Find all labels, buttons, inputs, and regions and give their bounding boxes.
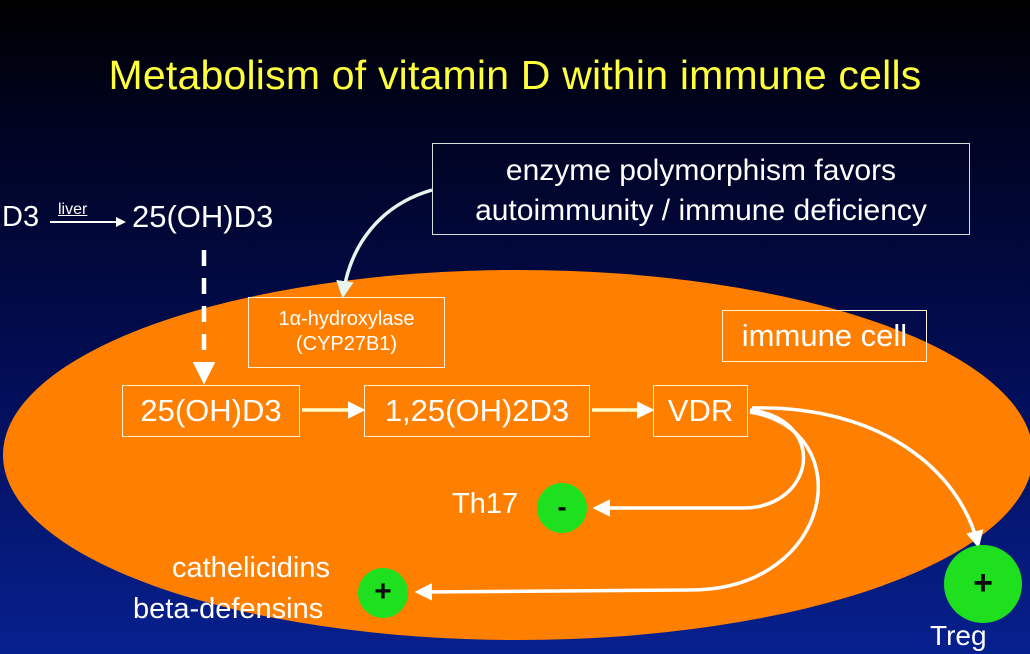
liver-label: liver (58, 201, 88, 218)
enzyme-box: 1α-hydroxylase (CYP27B1) (248, 297, 445, 368)
antimicrobial-plus-badge: + (358, 568, 408, 618)
treg-label: Treg (930, 620, 987, 651)
enzyme-gene: (CYP27B1) (295, 333, 398, 355)
circulating-25ohd3-label: 25(OH)D3 (132, 199, 274, 234)
vdr-to-th17-arrow (592, 408, 806, 517)
vdr-to-treg-arrow (751, 406, 984, 549)
polymorphism-callout: enzyme polymorphism favors autoimmunity … (432, 143, 970, 235)
immune-cell-ellipse (3, 270, 1030, 640)
immune-cell-label: immune cell (722, 310, 927, 362)
callout-line-1: enzyme polymorphism favors (505, 154, 897, 187)
th17-label: Th17 (452, 488, 519, 520)
slide-title: Metabolism of vitamin D within immune ce… (108, 52, 922, 98)
node-vdr: VDR (653, 385, 748, 437)
th17-minus-badge: - (537, 483, 587, 533)
callout-line-2: autoimmunity / immune deficiency (475, 194, 927, 227)
d3-label: D3 (2, 201, 40, 233)
node-25ohd3: 25(OH)D3 (122, 385, 300, 437)
treg-plus-badge: + (944, 545, 1022, 623)
beta-defensins-label: beta-defensins (133, 593, 324, 625)
polymorphism-curve-arrow (336, 188, 433, 299)
vdr-to-antimicrobial-arrow (414, 410, 820, 601)
enzyme-name: 1α-hydroxylase (278, 308, 415, 330)
node-125ohd3: 1,25(OH)2D3 (364, 385, 590, 437)
cathelicidins-label: cathelicidins (172, 552, 330, 584)
